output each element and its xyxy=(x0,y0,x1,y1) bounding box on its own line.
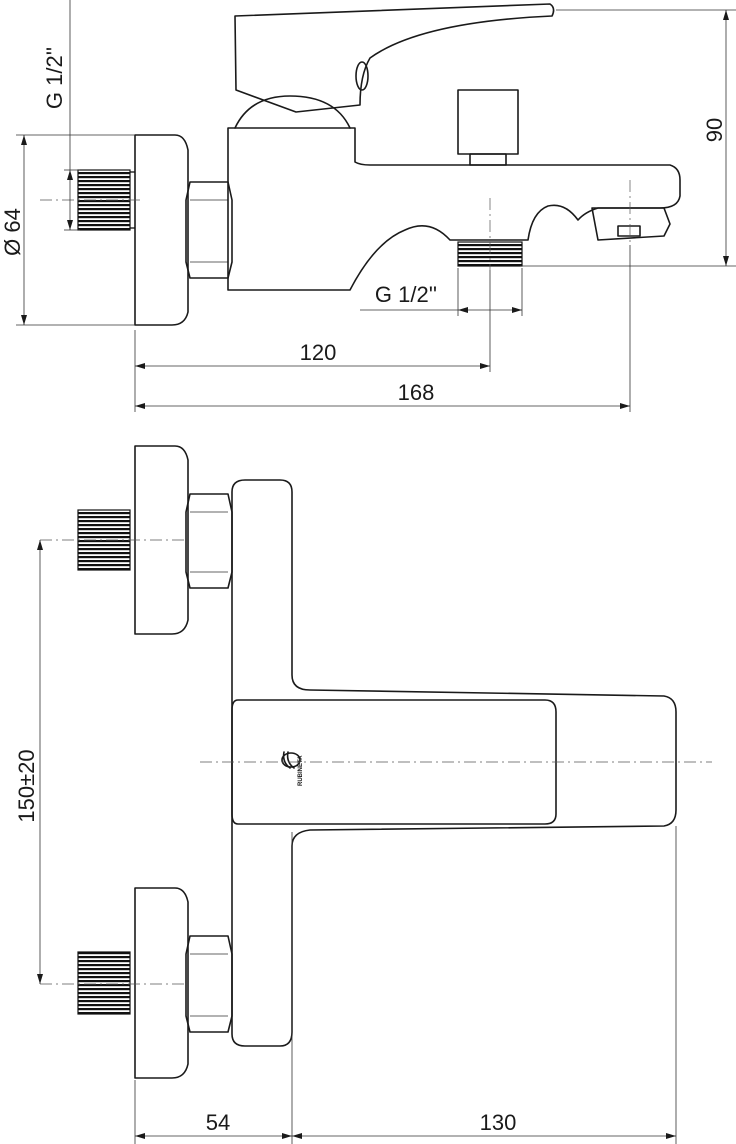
dim-thread-outlet: G 1/2'' xyxy=(360,268,523,316)
label-wall-to-body: 54 xyxy=(206,1110,230,1135)
dim-wall-to-body: 54 xyxy=(134,832,293,1144)
side-view xyxy=(40,3,681,326)
label-height: 90 xyxy=(702,118,727,142)
side-cartridge-dome xyxy=(234,95,351,129)
side-lever-pivot xyxy=(355,61,369,91)
brand-logo-text: RUBINETA xyxy=(298,755,304,786)
side-wall-flange xyxy=(134,134,189,326)
side-mixer-body xyxy=(227,127,681,291)
brand-logo: RUBINETA xyxy=(281,751,304,786)
top-lower-flange xyxy=(134,887,189,1079)
top-lever-handle xyxy=(231,699,557,825)
label-flange-diameter: Ø 64 xyxy=(0,208,25,256)
top-lower-hex-nut xyxy=(185,935,233,1033)
top-view: RUBINETA xyxy=(40,445,712,1079)
dim-body-depth: 130 xyxy=(292,826,677,1144)
label-body-depth: 130 xyxy=(480,1110,517,1135)
dim-height: 90 xyxy=(520,9,736,267)
dim-flange-diameter: Ø 64 xyxy=(0,134,135,326)
side-hex-nut xyxy=(185,181,233,279)
dim-inlet-spacing: 150±20 xyxy=(14,540,43,984)
side-aerator xyxy=(591,207,671,241)
side-aerator-tip xyxy=(617,225,641,237)
side-diverter-knob xyxy=(457,89,519,155)
top-upper-hex-nut xyxy=(185,493,233,589)
top-mixer-body xyxy=(231,479,677,1047)
side-diverter-stem xyxy=(469,153,507,166)
dim-length-to-outlet: 120 xyxy=(134,270,491,412)
top-lower-inlet-thread xyxy=(77,951,131,1015)
label-thread-outlet: G 1/2'' xyxy=(375,282,437,307)
top-upper-flange xyxy=(134,445,189,635)
dim-total-length: 168 xyxy=(135,245,631,412)
side-lever-handle xyxy=(234,3,555,113)
label-length-to-outlet: 120 xyxy=(300,340,337,365)
label-thread-inlet: G 1/2'' xyxy=(42,47,67,109)
label-inlet-spacing: 150±20 xyxy=(14,749,39,822)
dim-thread-inlet: G 1/2'' xyxy=(42,0,80,231)
label-total-length: 168 xyxy=(398,380,435,405)
